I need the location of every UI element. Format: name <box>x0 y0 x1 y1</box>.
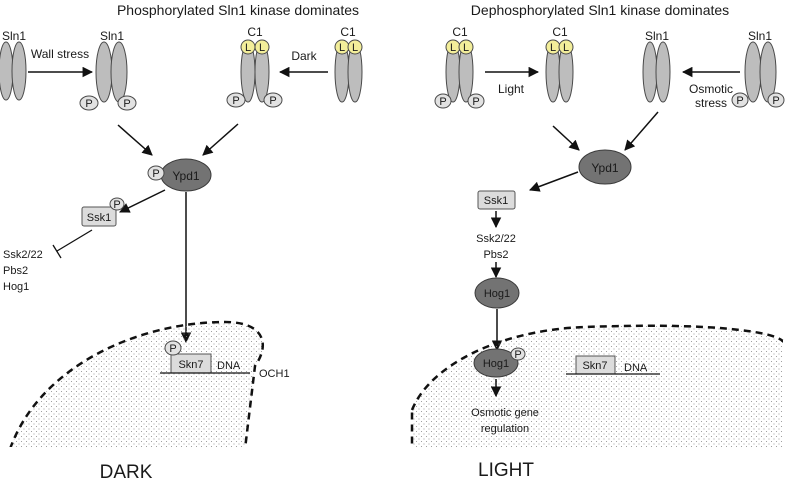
p-label: P <box>152 168 159 180</box>
sln1-receptor-right <box>731 41 785 108</box>
p-label: P <box>113 199 120 211</box>
p-label: P <box>85 98 92 110</box>
ssk1-box <box>477 190 516 210</box>
p-label: P <box>269 95 276 107</box>
phospho-marker <box>147 165 165 181</box>
sln1-label-left: Sln1 <box>2 29 26 43</box>
ssk2-22-label: Ssk2/22 <box>476 233 516 245</box>
ypd1-to-ssk1-arrow <box>529 171 579 192</box>
hog1-nuclear-label: Hog1 <box>483 358 509 370</box>
hog1-node <box>474 277 520 309</box>
p-label: P <box>472 96 479 108</box>
inhibition-bar <box>52 244 62 259</box>
light-panel: Dephosphorylated Sln1 kinase dominates C… <box>405 2 785 481</box>
sln1-to-ypd1-arrow <box>117 124 153 156</box>
ssk1-label: Ssk1 <box>87 212 111 224</box>
light-arrow-label: Light <box>498 82 525 96</box>
dark-panel: Phosphorylated Sln1 kinase dominates Sln… <box>0 2 363 483</box>
phospho-marker <box>510 347 526 361</box>
c1-receptor-phosphorylated <box>226 39 283 108</box>
p-label: P <box>736 95 743 107</box>
nucleus <box>410 324 785 451</box>
pbs2-label: Pbs2 <box>483 249 508 261</box>
hog1-label: Hog1 <box>3 281 29 293</box>
c1-receptor-mid <box>545 39 574 103</box>
ssk2-22-label: Ssk2/22 <box>3 249 43 261</box>
ssk1-label: Ssk1 <box>484 195 508 207</box>
c1-receptor-right <box>334 39 363 103</box>
och1-label: OCH1 <box>259 368 290 380</box>
phospho-marker <box>109 197 125 211</box>
skn7-label: Skn7 <box>178 359 203 371</box>
p-label: P <box>169 343 176 355</box>
l-label: L <box>450 42 456 54</box>
ypd1-label: Ypd1 <box>591 161 618 175</box>
light-footer: LIGHT <box>478 460 534 481</box>
osmotic-label: Osmotic <box>689 82 733 96</box>
phospho-marker <box>164 340 182 356</box>
c1-label-left: C1 <box>452 25 468 39</box>
sln1-to-ypd1-arrow <box>624 111 659 151</box>
sln1-label-mid: Sln1 <box>100 29 124 43</box>
c1-to-ypd1-arrow <box>202 123 239 156</box>
dark-footer: DARK <box>100 462 153 483</box>
dark-arrow-label: Dark <box>291 49 317 63</box>
dna-label: DNA <box>624 362 648 374</box>
c1-label-right: C1 <box>340 25 356 39</box>
c1-label-mid: C1 <box>247 25 263 39</box>
p-label: P <box>514 349 521 361</box>
l-label: L <box>245 42 251 54</box>
dna-label: DNA <box>217 360 241 372</box>
pbs2-label: Pbs2 <box>3 265 28 277</box>
sln1-receptor-left <box>0 41 27 101</box>
sln1-receptor-mid <box>642 41 671 103</box>
ypd1-to-ssk1-arrow <box>119 189 166 213</box>
c1-receptor-left <box>434 39 485 109</box>
c1-to-ypd1-arrow <box>552 125 580 151</box>
p-label: P <box>772 95 779 107</box>
l-label: L <box>563 42 569 54</box>
c1-label-mid: C1 <box>552 25 568 39</box>
ypd1-node <box>578 149 632 185</box>
light-panel-title: Dephosphorylated Sln1 kinase dominates <box>471 2 729 18</box>
l-label: L <box>550 42 556 54</box>
p-label: P <box>123 98 130 110</box>
wall-stress-label: Wall stress <box>31 47 89 61</box>
sln1-receptor-phosphorylated <box>79 41 137 111</box>
l-label: L <box>463 42 469 54</box>
ssk1-box <box>81 206 117 227</box>
l-label: L <box>259 42 265 54</box>
ypd1-label: Ypd1 <box>172 169 199 183</box>
hog1-nuclear-node <box>473 348 519 378</box>
l-label: L <box>352 42 358 54</box>
stress-label: stress <box>695 96 727 110</box>
sln1-label-right: Sln1 <box>748 29 772 43</box>
p-label: P <box>439 96 446 108</box>
regulation-label: regulation <box>481 423 529 435</box>
p-label: P <box>232 95 239 107</box>
inhibition-line <box>56 229 93 252</box>
osmotic-gene-label: Osmotic gene <box>471 407 539 419</box>
hog1-label: Hog1 <box>484 288 510 300</box>
nucleus <box>8 320 264 451</box>
skn7-label: Skn7 <box>582 360 607 372</box>
sln1-label-mid: Sln1 <box>645 29 669 43</box>
l-label: L <box>339 42 345 54</box>
dark-panel-title: Phosphorylated Sln1 kinase dominates <box>117 2 359 18</box>
